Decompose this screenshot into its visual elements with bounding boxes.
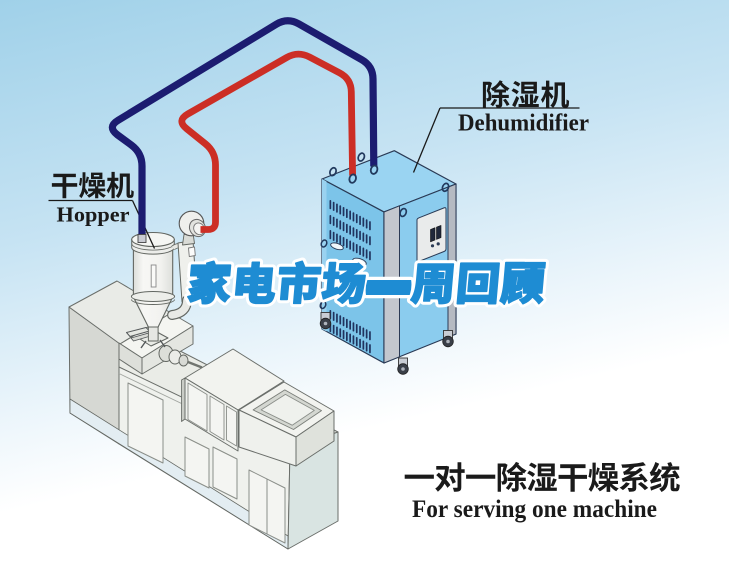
svg-text:For serving one machine: For serving one machine xyxy=(412,496,657,523)
svg-text:Dehumidifier: Dehumidifier xyxy=(458,111,589,137)
svg-text:Hopper: Hopper xyxy=(57,203,130,227)
